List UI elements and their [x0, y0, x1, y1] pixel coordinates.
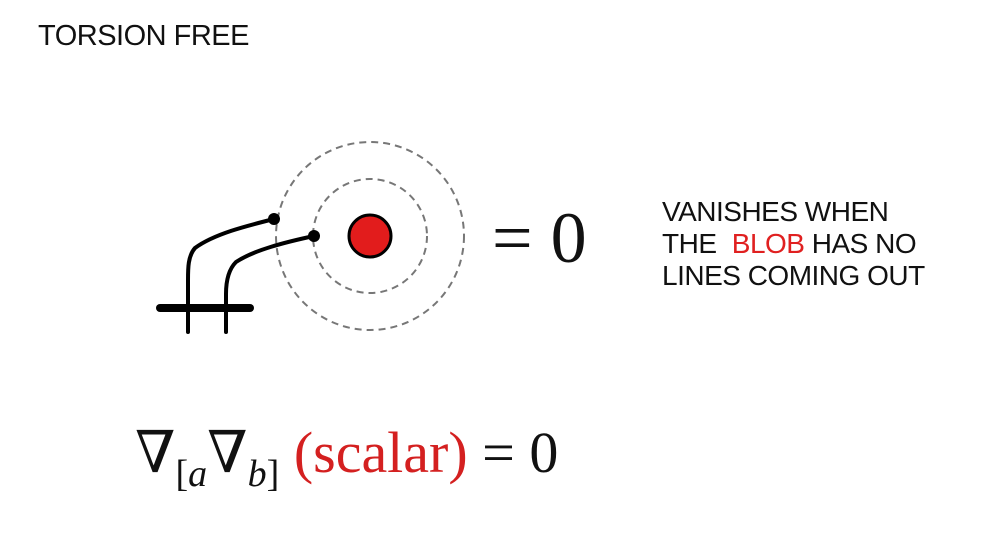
caption-blob-highlight: BLOB [731, 228, 805, 259]
caption-line-2-prefix: THE [662, 228, 717, 259]
subscript-open-bracket: [ [175, 453, 189, 495]
caption-line-2-suffix: HAS NO [811, 228, 917, 259]
torsion-formula: ∇[a∇b] (scalar) = 0 [135, 418, 558, 495]
formula-equals: = [482, 420, 515, 485]
zero-value: 0 [550, 198, 587, 278]
red-blob [347, 213, 393, 259]
line-from-outer-circle [186, 217, 276, 334]
nabla-1: ∇ [135, 420, 176, 485]
formula-zero: 0 [529, 420, 559, 485]
subscript-var-a: a [188, 453, 208, 495]
equals-zero: =0 [492, 198, 587, 278]
line-from-inner-circle [224, 234, 316, 334]
caption-line-2: THE BLOB HAS NO [662, 228, 925, 260]
caption-line-3: LINES COMING OUT [662, 260, 925, 291]
subscript-var-b: b [247, 453, 267, 495]
endpoint-dot-inner [308, 230, 320, 242]
subscript-1: [a [176, 453, 208, 495]
subscript-close-bracket: ] [266, 453, 280, 495]
endpoint-dot-outer [268, 213, 280, 225]
subscript-2: b] [248, 453, 280, 495]
nabla-2: ∇ [207, 420, 248, 485]
caption-line-1: VANISHES WHEN [662, 196, 889, 227]
inner-dashed-circle [312, 178, 428, 294]
scalar-text: (scalar) [293, 420, 468, 485]
caption: VANISHES WHEN THE BLOB HAS NO LINES COMI… [662, 196, 925, 292]
slide-title: TORSION FREE [38, 20, 250, 52]
equals-sign: = [492, 198, 533, 278]
outer-dashed-circle [275, 141, 465, 331]
